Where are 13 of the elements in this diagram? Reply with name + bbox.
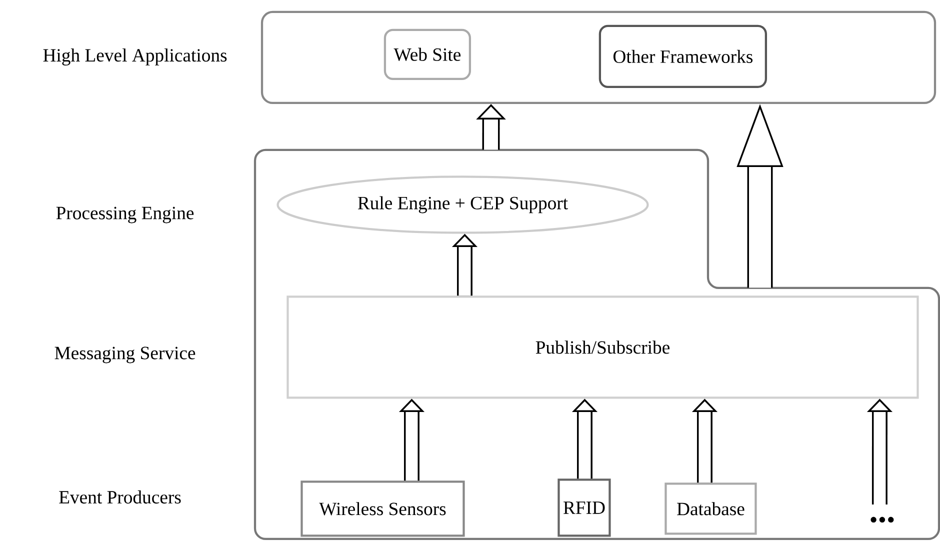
layer-label: Messaging Service xyxy=(54,346,196,364)
service-box: Publish/Subscribe xyxy=(286,296,919,399)
producer-box: Database xyxy=(664,482,757,535)
layer-container xyxy=(254,148,940,540)
producer-box: RFID xyxy=(558,478,611,537)
layer-label: Processing Engine xyxy=(56,206,194,224)
app-box: Web Site xyxy=(384,28,472,80)
producer-box: Wireless Sensors xyxy=(300,480,465,537)
ellipsis-mark: ... xyxy=(870,516,894,523)
app-box: Other Frameworks xyxy=(598,24,767,88)
layer-label: High Level Applications xyxy=(43,48,227,66)
layer-label: Event Producers xyxy=(59,490,181,504)
container-box xyxy=(260,10,936,104)
